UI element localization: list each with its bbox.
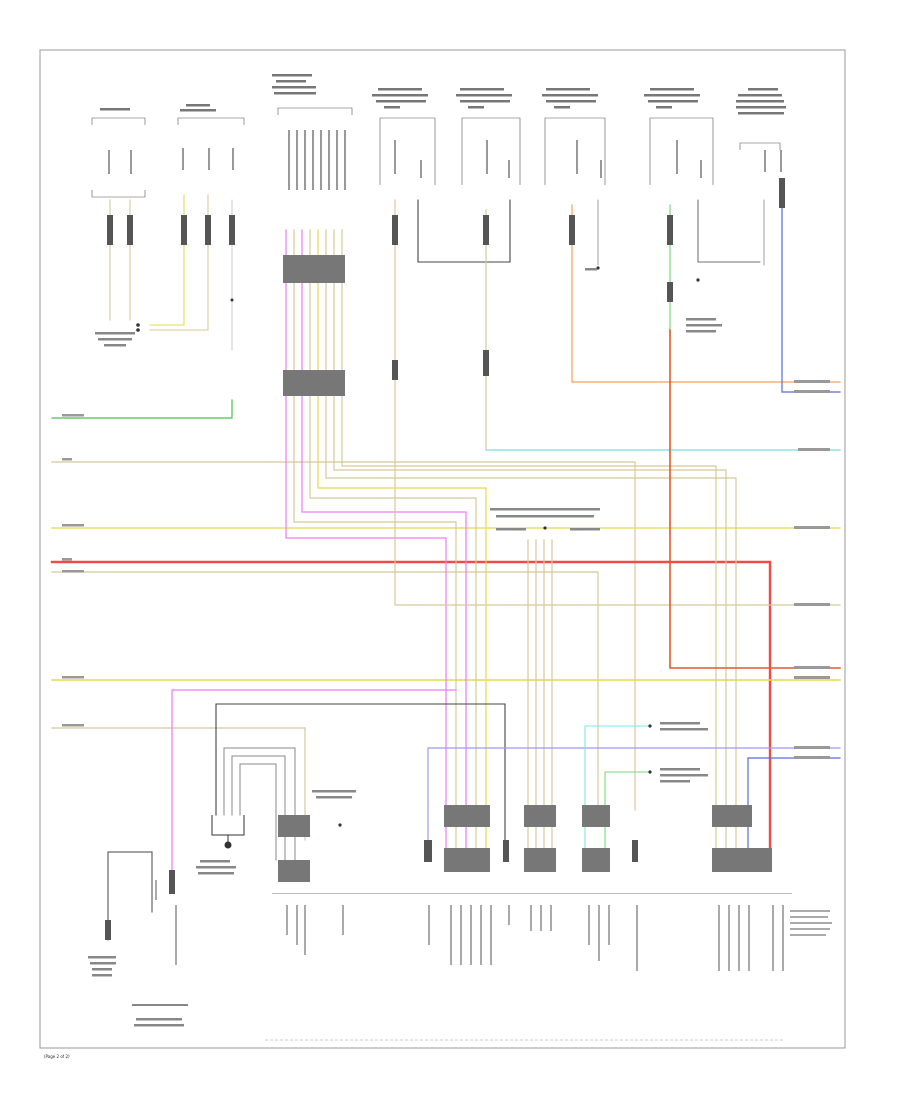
wire-tan xyxy=(149,194,209,331)
left-edge-labels xyxy=(62,414,84,727)
wire-yellow xyxy=(149,194,185,326)
wire-tan xyxy=(333,229,727,861)
bottom-pin-labels xyxy=(155,880,832,971)
wire-green xyxy=(51,399,233,419)
wire-black xyxy=(697,199,761,263)
wire-black xyxy=(107,851,153,941)
wire-cyan xyxy=(584,725,651,861)
wire-gray xyxy=(239,763,277,861)
wire-tan xyxy=(309,229,477,861)
wire-tan xyxy=(325,229,737,861)
header-pin-labels xyxy=(108,130,782,190)
wire-black xyxy=(417,199,511,263)
connectors xyxy=(105,178,785,940)
wire-pink xyxy=(171,689,457,891)
wire-layer xyxy=(50,194,841,941)
wire-yellow xyxy=(317,229,487,861)
wire-dark-orange xyxy=(669,329,841,669)
pin-ruler xyxy=(272,893,792,894)
wire-orange xyxy=(571,204,841,383)
wire-violet xyxy=(427,747,841,861)
diagram-frame xyxy=(39,49,846,1049)
page-number: (Page 2 of 2) xyxy=(44,1054,70,1059)
wire-blue xyxy=(781,199,841,393)
right-edge-labels xyxy=(794,380,830,759)
wire-black xyxy=(215,703,506,861)
wire-tan xyxy=(341,229,717,861)
header-captions xyxy=(100,74,786,115)
wire-tan xyxy=(51,461,636,811)
wire-tan xyxy=(485,209,841,451)
wire-tan xyxy=(394,199,841,606)
wire-blue xyxy=(747,757,841,861)
connector-headers xyxy=(91,107,781,198)
wire-tan xyxy=(51,571,599,821)
wire-tan xyxy=(51,727,306,841)
wire-gray xyxy=(223,747,296,861)
wire-red xyxy=(50,560,772,852)
component-captions xyxy=(88,268,722,1027)
wire-gray xyxy=(231,755,286,861)
sensor-symbol xyxy=(211,815,245,849)
splice-points xyxy=(136,266,700,827)
wire-light-green xyxy=(604,771,651,861)
